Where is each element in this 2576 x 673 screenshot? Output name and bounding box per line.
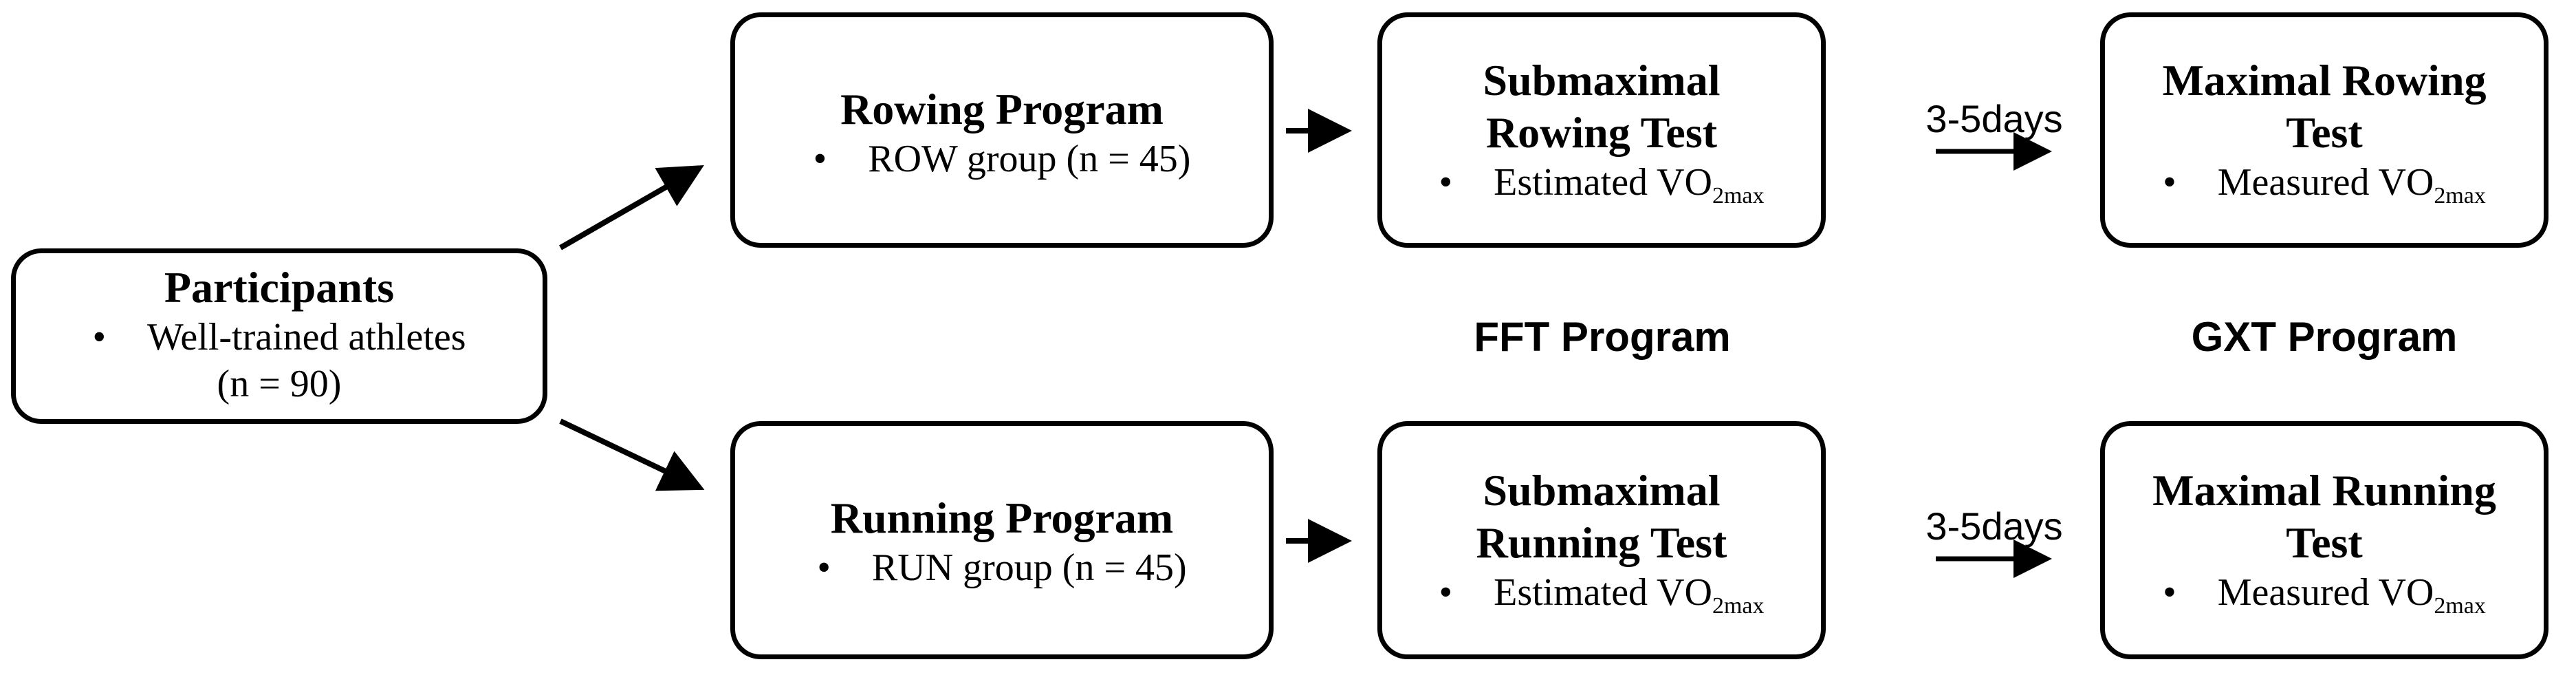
rowing-program-box: Rowing Program • ROW group (n = 45)	[730, 12, 1274, 248]
max-running-bullet: • Measured VO2max	[2105, 569, 2544, 630]
participants-count: (n = 90)	[217, 363, 342, 405]
max-running-bullet-subscript: 2max	[2434, 593, 2486, 619]
bullet-icon: •	[1439, 161, 1453, 204]
running-program-title: Running Program	[830, 493, 1174, 542]
max-rowing-box: Maximal Rowing Test • Measured VO2max	[2100, 12, 2548, 248]
bullet-icon: •	[813, 138, 827, 180]
submax-rowing-bullet-subscript: 2max	[1712, 183, 1765, 209]
bullet-icon: •	[2163, 161, 2176, 204]
max-running-box: Maximal Running Test • Measured VO2max	[2100, 421, 2548, 659]
max-rowing-bullet: • Measured VO2max	[2105, 159, 2544, 220]
submax-rowing-bullet: • Estimated VO2max	[1382, 159, 1821, 220]
max-rowing-bullet-subscript: 2max	[2434, 183, 2486, 209]
participants-title: Participants	[164, 263, 395, 312]
rowing-program-bullet-text: ROW group (n = 45)	[868, 138, 1191, 180]
fft-program-label: FFT Program	[1474, 314, 1731, 360]
arrow-participants-to-rowing	[559, 165, 704, 250]
submax-running-title-line1: Submaximal	[1483, 466, 1721, 515]
max-rowing-title-line1: Maximal Rowing	[2162, 56, 2487, 105]
participants-bullet: • Well-trained athletes	[16, 314, 543, 361]
submax-running-bullet: • Estimated VO2max	[1382, 569, 1821, 630]
arrow-participants-to-running	[559, 418, 705, 491]
submax-rowing-title-line2: Rowing Test	[1485, 108, 1718, 157]
submax-rowing-bullet-text: Estimated VO	[1494, 161, 1712, 204]
max-running-title-line1: Maximal Running	[2152, 466, 2496, 515]
bullet-icon: •	[817, 546, 831, 589]
submax-running-title-line2: Running Test	[1476, 518, 1727, 567]
rowing-program-title: Rowing Program	[840, 85, 1164, 133]
submax-running-bullet-subscript: 2max	[1712, 593, 1765, 619]
submax-running-box: Submaximal Running Test • Estimated VO2ma…	[1377, 421, 1826, 659]
participants-box: Participants • Well-trained athletes (n =…	[11, 248, 547, 424]
gxt-program-label: GXT Program	[2191, 314, 2458, 360]
running-program-bullet-text: RUN group (n = 45)	[871, 546, 1187, 589]
submax-rowing-box: Submaximal Rowing Test • Estimated VO2max	[1377, 12, 1826, 248]
bullet-icon: •	[1439, 571, 1453, 614]
max-rowing-bullet-text: Measured VO	[2217, 161, 2434, 204]
days-label-top: 3-5days	[1925, 97, 2063, 140]
bullet-icon: •	[2163, 571, 2176, 614]
max-running-title-line2: Test	[2286, 518, 2363, 567]
running-program-box: Running Program • RUN group (n = 45)	[730, 421, 1274, 659]
submax-running-bullet-text: Estimated VO	[1494, 571, 1712, 614]
max-rowing-title-line2: Test	[2286, 108, 2363, 157]
rowing-program-bullet: • ROW group (n = 45)	[735, 136, 1269, 182]
days-label-bottom: 3-5days	[1925, 504, 2063, 548]
max-running-bullet-text: Measured VO	[2217, 571, 2434, 614]
running-program-bullet: • RUN group (n = 45)	[735, 544, 1269, 591]
submax-rowing-title-line1: Submaximal	[1483, 56, 1721, 105]
participants-bullet-text: Well-trained athletes	[147, 316, 466, 359]
bullet-icon: •	[92, 316, 107, 359]
